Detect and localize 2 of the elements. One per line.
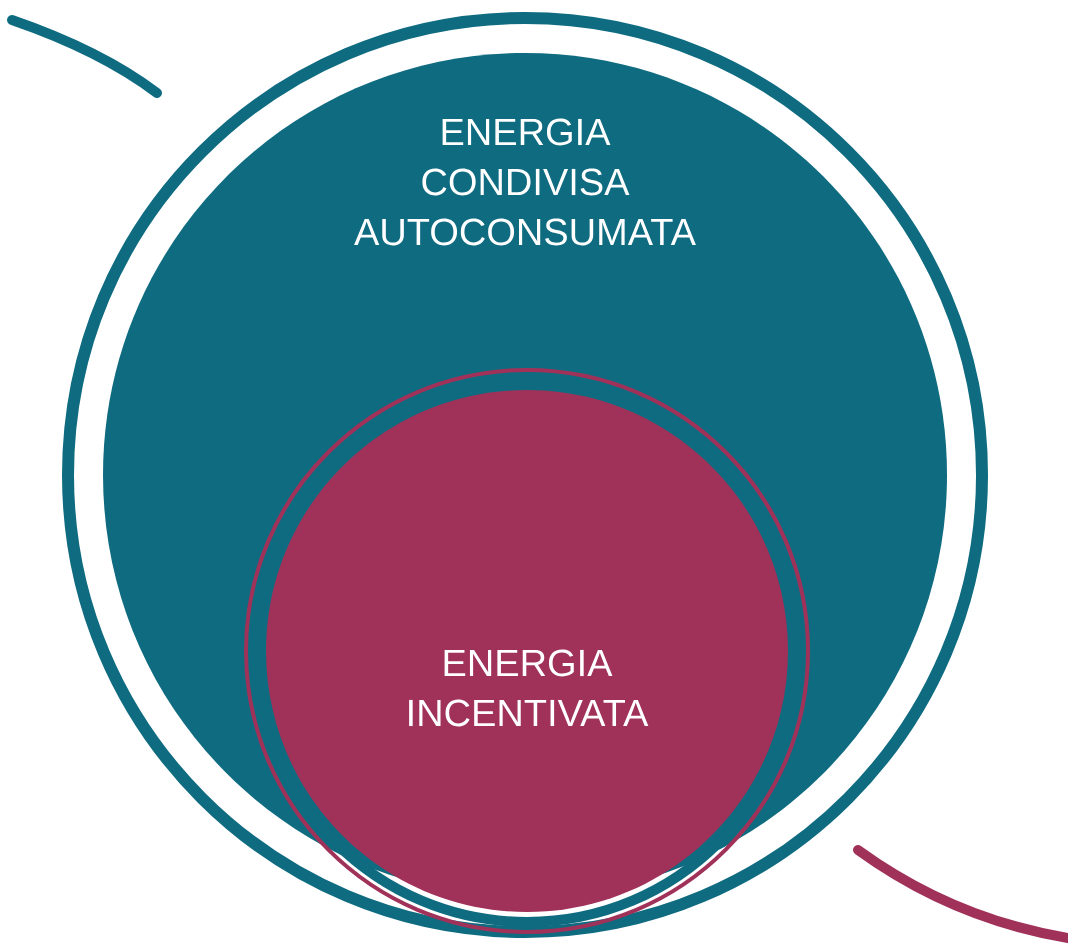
circle-label: ENERGIA CONDIVISA AUTOCONSUMATA xyxy=(354,118,696,246)
circle-label: ENERGIA INCENTIVATA xyxy=(409,649,649,727)
